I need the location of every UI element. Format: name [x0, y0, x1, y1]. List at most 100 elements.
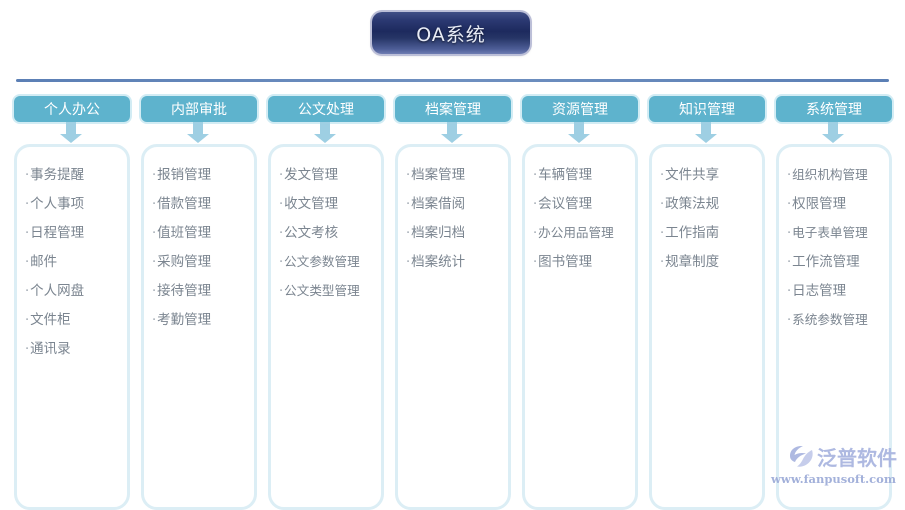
list-item[interactable]: ·文件共享 [660, 161, 756, 190]
column-3: 公文处理·发文管理·收文管理·公文考核·公文参数管理·公文类型管理 [268, 96, 384, 510]
page-title: OA系统 [416, 23, 486, 46]
bullet-icon: · [25, 313, 30, 328]
column-header-2[interactable]: 内部审批 [141, 96, 257, 122]
diagram-title-box: OA系统 [372, 12, 530, 54]
arrow-down-icon [776, 122, 892, 144]
list-item[interactable]: ·工作指南 [660, 219, 756, 248]
bullet-icon: · [279, 168, 284, 183]
diagram-canvas: OA系统 个人办公·事务提醒·个人事项·日程管理·邮件·个人网盘·文件柜·通讯录… [14, 12, 897, 510]
list-item[interactable]: ·借款管理 [152, 190, 248, 219]
list-item[interactable]: ·值班管理 [152, 219, 248, 248]
column-header-label: 系统管理 [806, 102, 862, 118]
column-panel-5: ·车辆管理·会议管理·办公用品管理·图书管理 [522, 144, 638, 510]
column-header-4[interactable]: 档案管理 [395, 96, 511, 122]
list-item[interactable]: ·邮件 [25, 248, 121, 277]
list-item[interactable]: ·档案管理 [406, 161, 502, 190]
list-item[interactable]: ·发文管理 [279, 161, 375, 190]
column-header-label: 资源管理 [552, 102, 608, 118]
list-item[interactable]: ·档案归档 [406, 219, 502, 248]
list-item[interactable]: ·文件柜 [25, 306, 121, 335]
list-item[interactable]: ·档案借阅 [406, 190, 502, 219]
list-item[interactable]: ·报销管理 [152, 161, 248, 190]
column-header-3[interactable]: 公文处理 [268, 96, 384, 122]
list-item-label: 会议管理 [538, 196, 593, 212]
column-header-5[interactable]: 资源管理 [522, 96, 638, 122]
arrow-shaft [320, 122, 330, 135]
column-panel-6: ·文件共享·政策法规·工作指南·规章制度 [649, 144, 765, 510]
column-header-label: 公文处理 [298, 102, 354, 118]
list-item[interactable]: ·电子表单管理 [787, 219, 883, 248]
bullet-icon: · [533, 255, 538, 270]
list-item-label: 系统参数管理 [792, 312, 868, 327]
column-header-label: 个人办公 [44, 102, 100, 118]
bullet-icon: · [152, 168, 157, 183]
arrow-shaft [447, 122, 457, 135]
list-item[interactable]: ·接待管理 [152, 277, 248, 306]
list-item[interactable]: ·日志管理 [787, 277, 883, 306]
arrow-head [187, 134, 209, 143]
arrow-shaft [574, 122, 584, 135]
list-item[interactable]: ·组织机构管理 [787, 161, 883, 190]
list-item[interactable]: ·规章制度 [660, 248, 756, 277]
list-item[interactable]: ·图书管理 [533, 248, 629, 277]
list-item[interactable]: ·日程管理 [25, 219, 121, 248]
list-item-label: 公文参数管理 [284, 254, 360, 269]
bullet-icon: · [660, 226, 665, 241]
column-panel-4: ·档案管理·档案借阅·档案归档·档案统计 [395, 144, 511, 510]
list-item[interactable]: ·事务提醒 [25, 161, 121, 190]
list-item-label: 档案借阅 [411, 196, 466, 212]
arrow-head [568, 134, 590, 143]
list-item-label: 接待管理 [157, 283, 212, 299]
bullet-icon: · [406, 255, 411, 270]
bullet-icon: · [25, 168, 30, 183]
arrow-down-icon [14, 122, 130, 144]
bullet-icon: · [25, 226, 30, 241]
list-item-label: 借款管理 [157, 196, 212, 212]
list-item[interactable]: ·政策法规 [660, 190, 756, 219]
list-item-label: 工作流管理 [792, 254, 860, 270]
list-item[interactable]: ·会议管理 [533, 190, 629, 219]
list-item[interactable]: ·系统参数管理 [787, 306, 883, 335]
list-item[interactable]: ·工作流管理 [787, 248, 883, 277]
list-item[interactable]: ·考勤管理 [152, 306, 248, 335]
list-item-label: 组织机构管理 [792, 167, 868, 182]
list-item[interactable]: ·采购管理 [152, 248, 248, 277]
arrow-head [314, 134, 336, 143]
list-item-label: 文件柜 [30, 312, 71, 328]
column-5: 资源管理·车辆管理·会议管理·办公用品管理·图书管理 [522, 96, 638, 510]
list-item[interactable]: ·通讯录 [25, 335, 121, 364]
bullet-icon: · [152, 255, 157, 270]
list-item[interactable]: ·公文类型管理 [279, 277, 375, 306]
bullet-icon: · [25, 284, 30, 299]
arrow-shaft [66, 122, 76, 135]
list-item[interactable]: ·个人事项 [25, 190, 121, 219]
list-item[interactable]: ·公文参数管理 [279, 248, 375, 277]
list-item[interactable]: ·公文考核 [279, 219, 375, 248]
list-item[interactable]: ·收文管理 [279, 190, 375, 219]
list-item-label: 考勤管理 [157, 312, 212, 328]
bullet-icon: · [406, 226, 411, 241]
arrow-shaft [193, 122, 203, 135]
list-item[interactable]: ·个人网盘 [25, 277, 121, 306]
list-item[interactable]: ·车辆管理 [533, 161, 629, 190]
arrow-down-icon [522, 122, 638, 144]
horizontal-divider [16, 79, 889, 82]
bullet-icon: · [279, 284, 284, 299]
list-item[interactable]: ·档案统计 [406, 248, 502, 277]
list-item-label: 采购管理 [157, 254, 212, 270]
list-item-label: 电子表单管理 [792, 225, 868, 240]
column-header-7[interactable]: 系统管理 [776, 96, 892, 122]
bullet-icon: · [660, 168, 665, 183]
column-header-1[interactable]: 个人办公 [14, 96, 130, 122]
column-4: 档案管理·档案管理·档案借阅·档案归档·档案统计 [395, 96, 511, 510]
list-item-label: 个人网盘 [30, 283, 85, 299]
bullet-icon: · [787, 284, 792, 299]
arrow-shaft [828, 122, 838, 135]
bullet-icon: · [787, 255, 792, 270]
list-item-label: 日志管理 [792, 283, 847, 299]
list-item[interactable]: ·权限管理 [787, 190, 883, 219]
list-item[interactable]: ·办公用品管理 [533, 219, 629, 248]
bullet-icon: · [533, 226, 538, 241]
column-header-6[interactable]: 知识管理 [649, 96, 765, 122]
arrow-down-icon [649, 122, 765, 144]
